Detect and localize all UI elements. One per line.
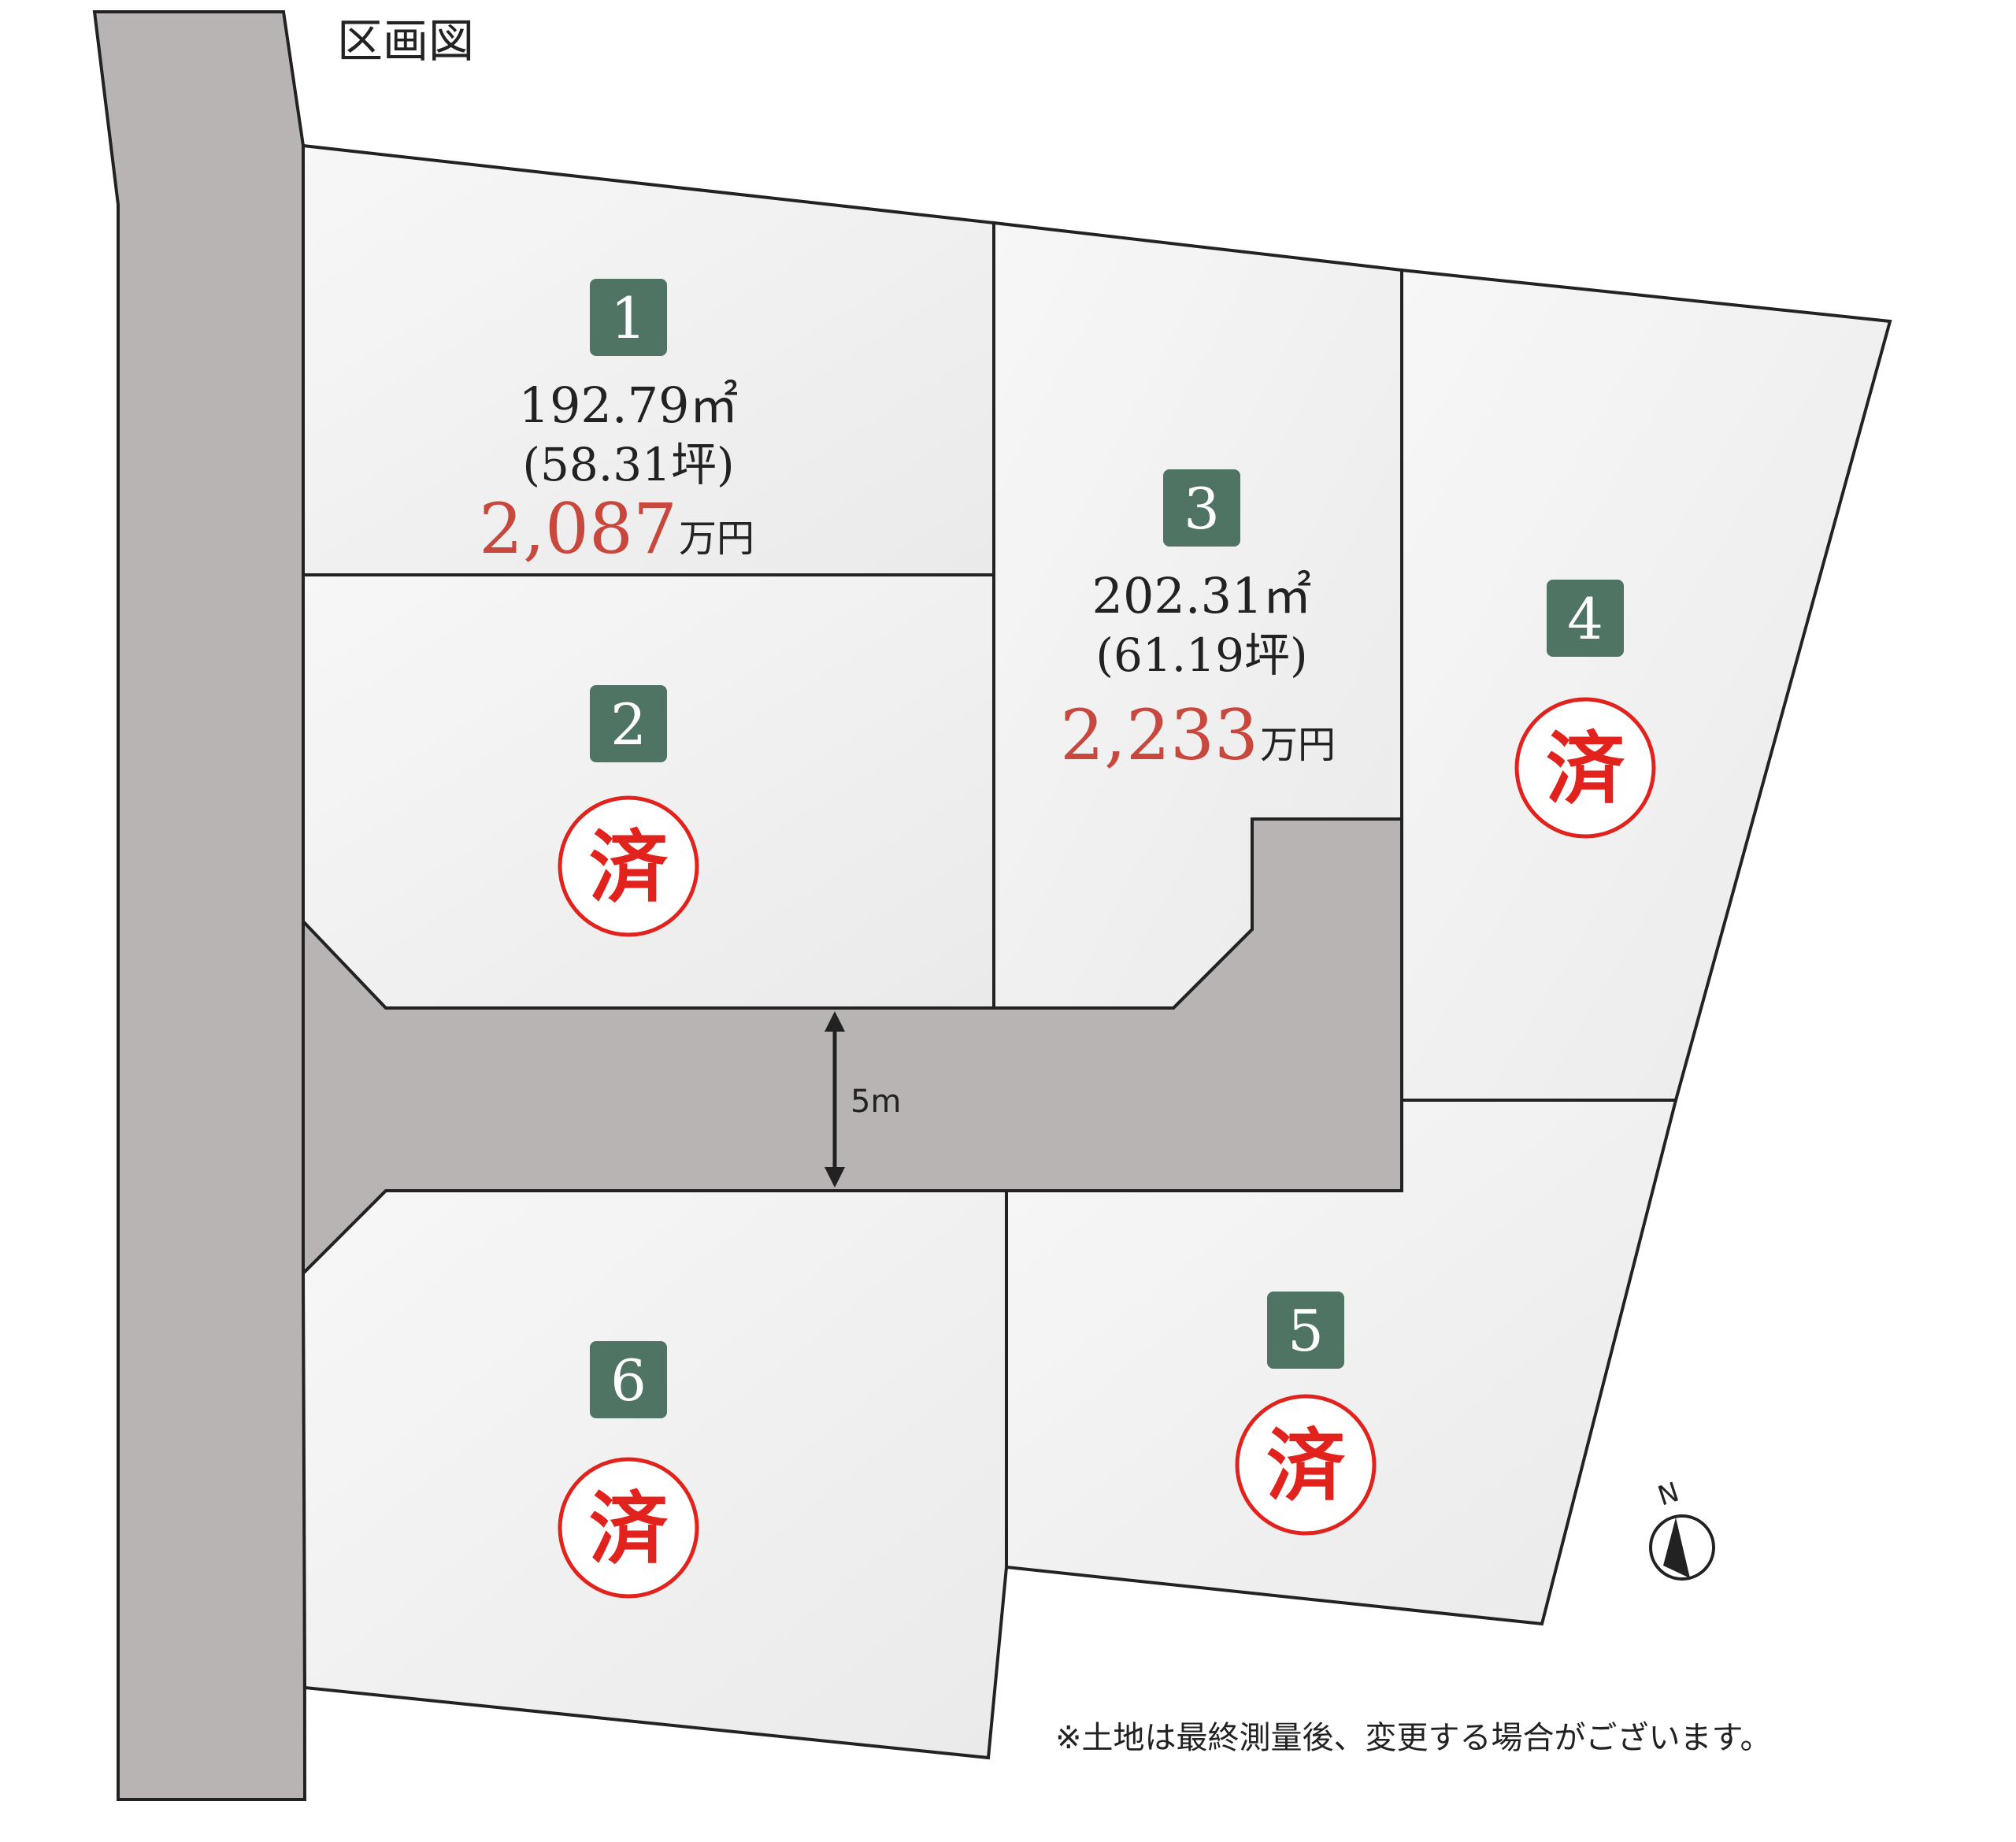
road-width-label: 5m (850, 1084, 901, 1120)
lot-number: 3 (1184, 476, 1220, 542)
lot-number: 2 (610, 691, 647, 758)
lot-price: 2,087 (479, 488, 677, 569)
lot-price-unit: 万円 (679, 517, 754, 561)
sold-label: 済 (1546, 723, 1625, 815)
lot-number-badge (590, 685, 667, 762)
north-compass-icon: N (1649, 1477, 1715, 1581)
sold-mark (558, 1457, 699, 1599)
lot-tsubo: (58.31坪) (522, 438, 734, 491)
sold-mark (1514, 697, 1656, 839)
lot-number-badge (1267, 1292, 1344, 1369)
sold-mark (558, 795, 699, 937)
lot-1-label: 1 192.79㎡ (58.31坪) 2,087 万円 (479, 279, 754, 569)
main-road (92, 10, 307, 1801)
lot-price: 2,233 (1060, 695, 1258, 776)
lot-2[interactable] (302, 573, 995, 1010)
lot-number: 5 (1288, 1298, 1324, 1364)
page-title: 区画図 (337, 14, 474, 68)
lot-area: 202.31㎡ (1092, 567, 1312, 625)
road-width-dimension: 5m (825, 1011, 901, 1188)
lot-4[interactable] (1400, 268, 1892, 1102)
lot-6-label: 6 済 (558, 1341, 699, 1599)
lot-number-badge (1547, 580, 1624, 657)
lot-2-label: 2 済 (558, 685, 699, 937)
lot-number-badge (590, 279, 667, 356)
lot-number-badge (1163, 469, 1240, 547)
lot-5-label: 5 済 (1235, 1292, 1377, 1536)
lot-4-label: 4 済 (1514, 580, 1656, 839)
lot-tsubo: (61.19坪) (1095, 628, 1307, 682)
north-label: N (1654, 1477, 1683, 1513)
lot-price-unit: 万円 (1260, 723, 1336, 767)
lot-area: 192.79㎡ (519, 376, 739, 434)
lot-3-label: 3 202.31㎡ (61.19坪) 2,233 万円 (1060, 469, 1336, 776)
disclaimer-note: ※土地は最終測量後、変更する場合がございます。 (1055, 1720, 1772, 1756)
lot-number: 1 (610, 285, 647, 351)
lot-number: 4 (1567, 586, 1603, 652)
sold-mark (1235, 1394, 1377, 1536)
lot-number: 6 (610, 1347, 647, 1414)
sold-label: 済 (589, 1483, 669, 1575)
sold-label: 済 (589, 821, 669, 914)
sold-label: 済 (1266, 1420, 1346, 1512)
lot-number-badge (590, 1341, 667, 1418)
